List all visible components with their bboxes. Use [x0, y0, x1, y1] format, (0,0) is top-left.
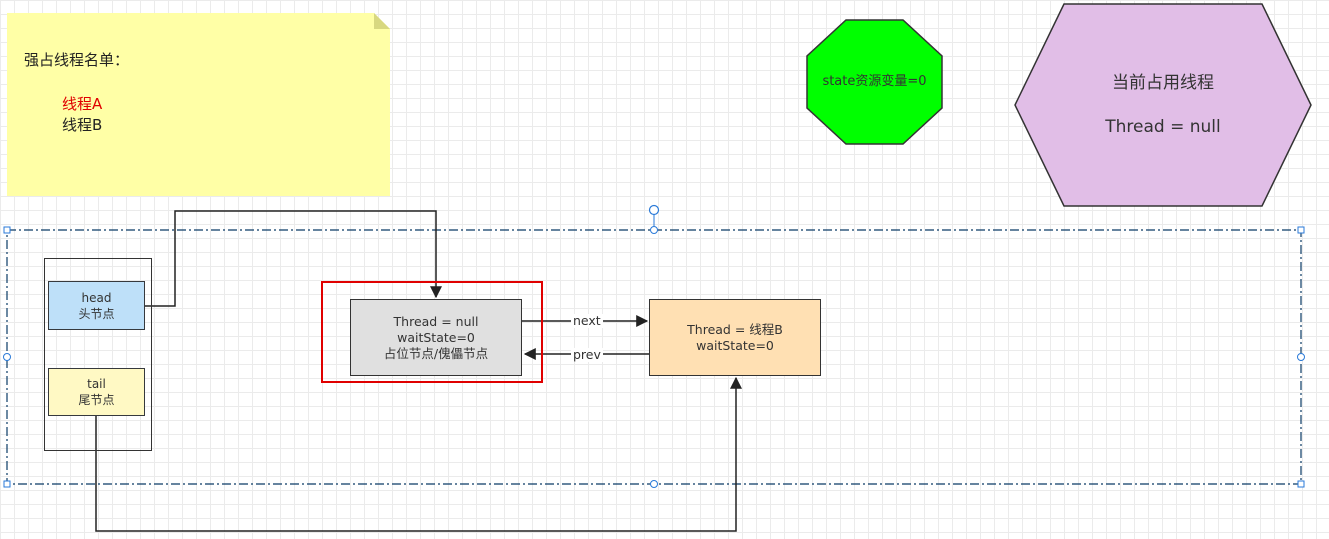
edge-label-prev: prev — [571, 347, 603, 362]
dummy-wait-state: waitState=0 — [397, 329, 475, 345]
current-thread-label: 当前占用线程 Thread = null — [1014, 3, 1312, 207]
head-node[interactable]: head 头节点 — [48, 281, 145, 330]
note-item-thread-a: 线程A — [62, 95, 103, 113]
edge-head-to-dummy[interactable] — [145, 210, 442, 307]
note-title: 强占线程名单： — [24, 51, 130, 69]
current-thread-value: Thread = null — [1105, 117, 1221, 137]
selection-handles[interactable] — [3, 226, 1305, 488]
current-thread-title: 当前占用线程 — [1112, 73, 1214, 93]
head-name: head — [81, 290, 112, 305]
head-tail-container[interactable] — [44, 258, 152, 451]
edge-label-next: next — [571, 313, 603, 328]
tail-desc: 尾节点 — [78, 393, 115, 407]
tail-name: tail — [87, 377, 106, 391]
tail-node[interactable]: tail 尾节点 — [48, 368, 145, 416]
node-b-thread: Thread = 线程B — [687, 321, 783, 337]
dummy-node[interactable]: Thread = null waitState=0 占位节点/傀儡节点 — [350, 299, 522, 376]
head-desc: 头节点 — [78, 306, 115, 321]
state-label: state资源变量=0 — [822, 74, 927, 89]
current-thread-hexagon[interactable] — [1014, 3, 1312, 207]
state-octagon-shape[interactable] — [806, 19, 943, 145]
dummy-desc: 占位节点/傀儡节点 — [383, 345, 489, 361]
dummy-node-highlight-frame[interactable] — [321, 281, 543, 383]
note-item-thread-b: 线程B — [62, 116, 103, 134]
edge-tail-to-node-b[interactable] — [95, 376, 742, 532]
node-b-wait-state: waitState=0 — [696, 337, 774, 353]
thread-list-note[interactable]: 强占线程名单： 线程A 线程B — [7, 13, 390, 196]
dummy-thread: Thread = null — [393, 313, 479, 329]
rotate-handle[interactable] — [648, 204, 660, 216]
node-thread-b[interactable]: Thread = 线程B waitState=0 — [649, 299, 821, 376]
